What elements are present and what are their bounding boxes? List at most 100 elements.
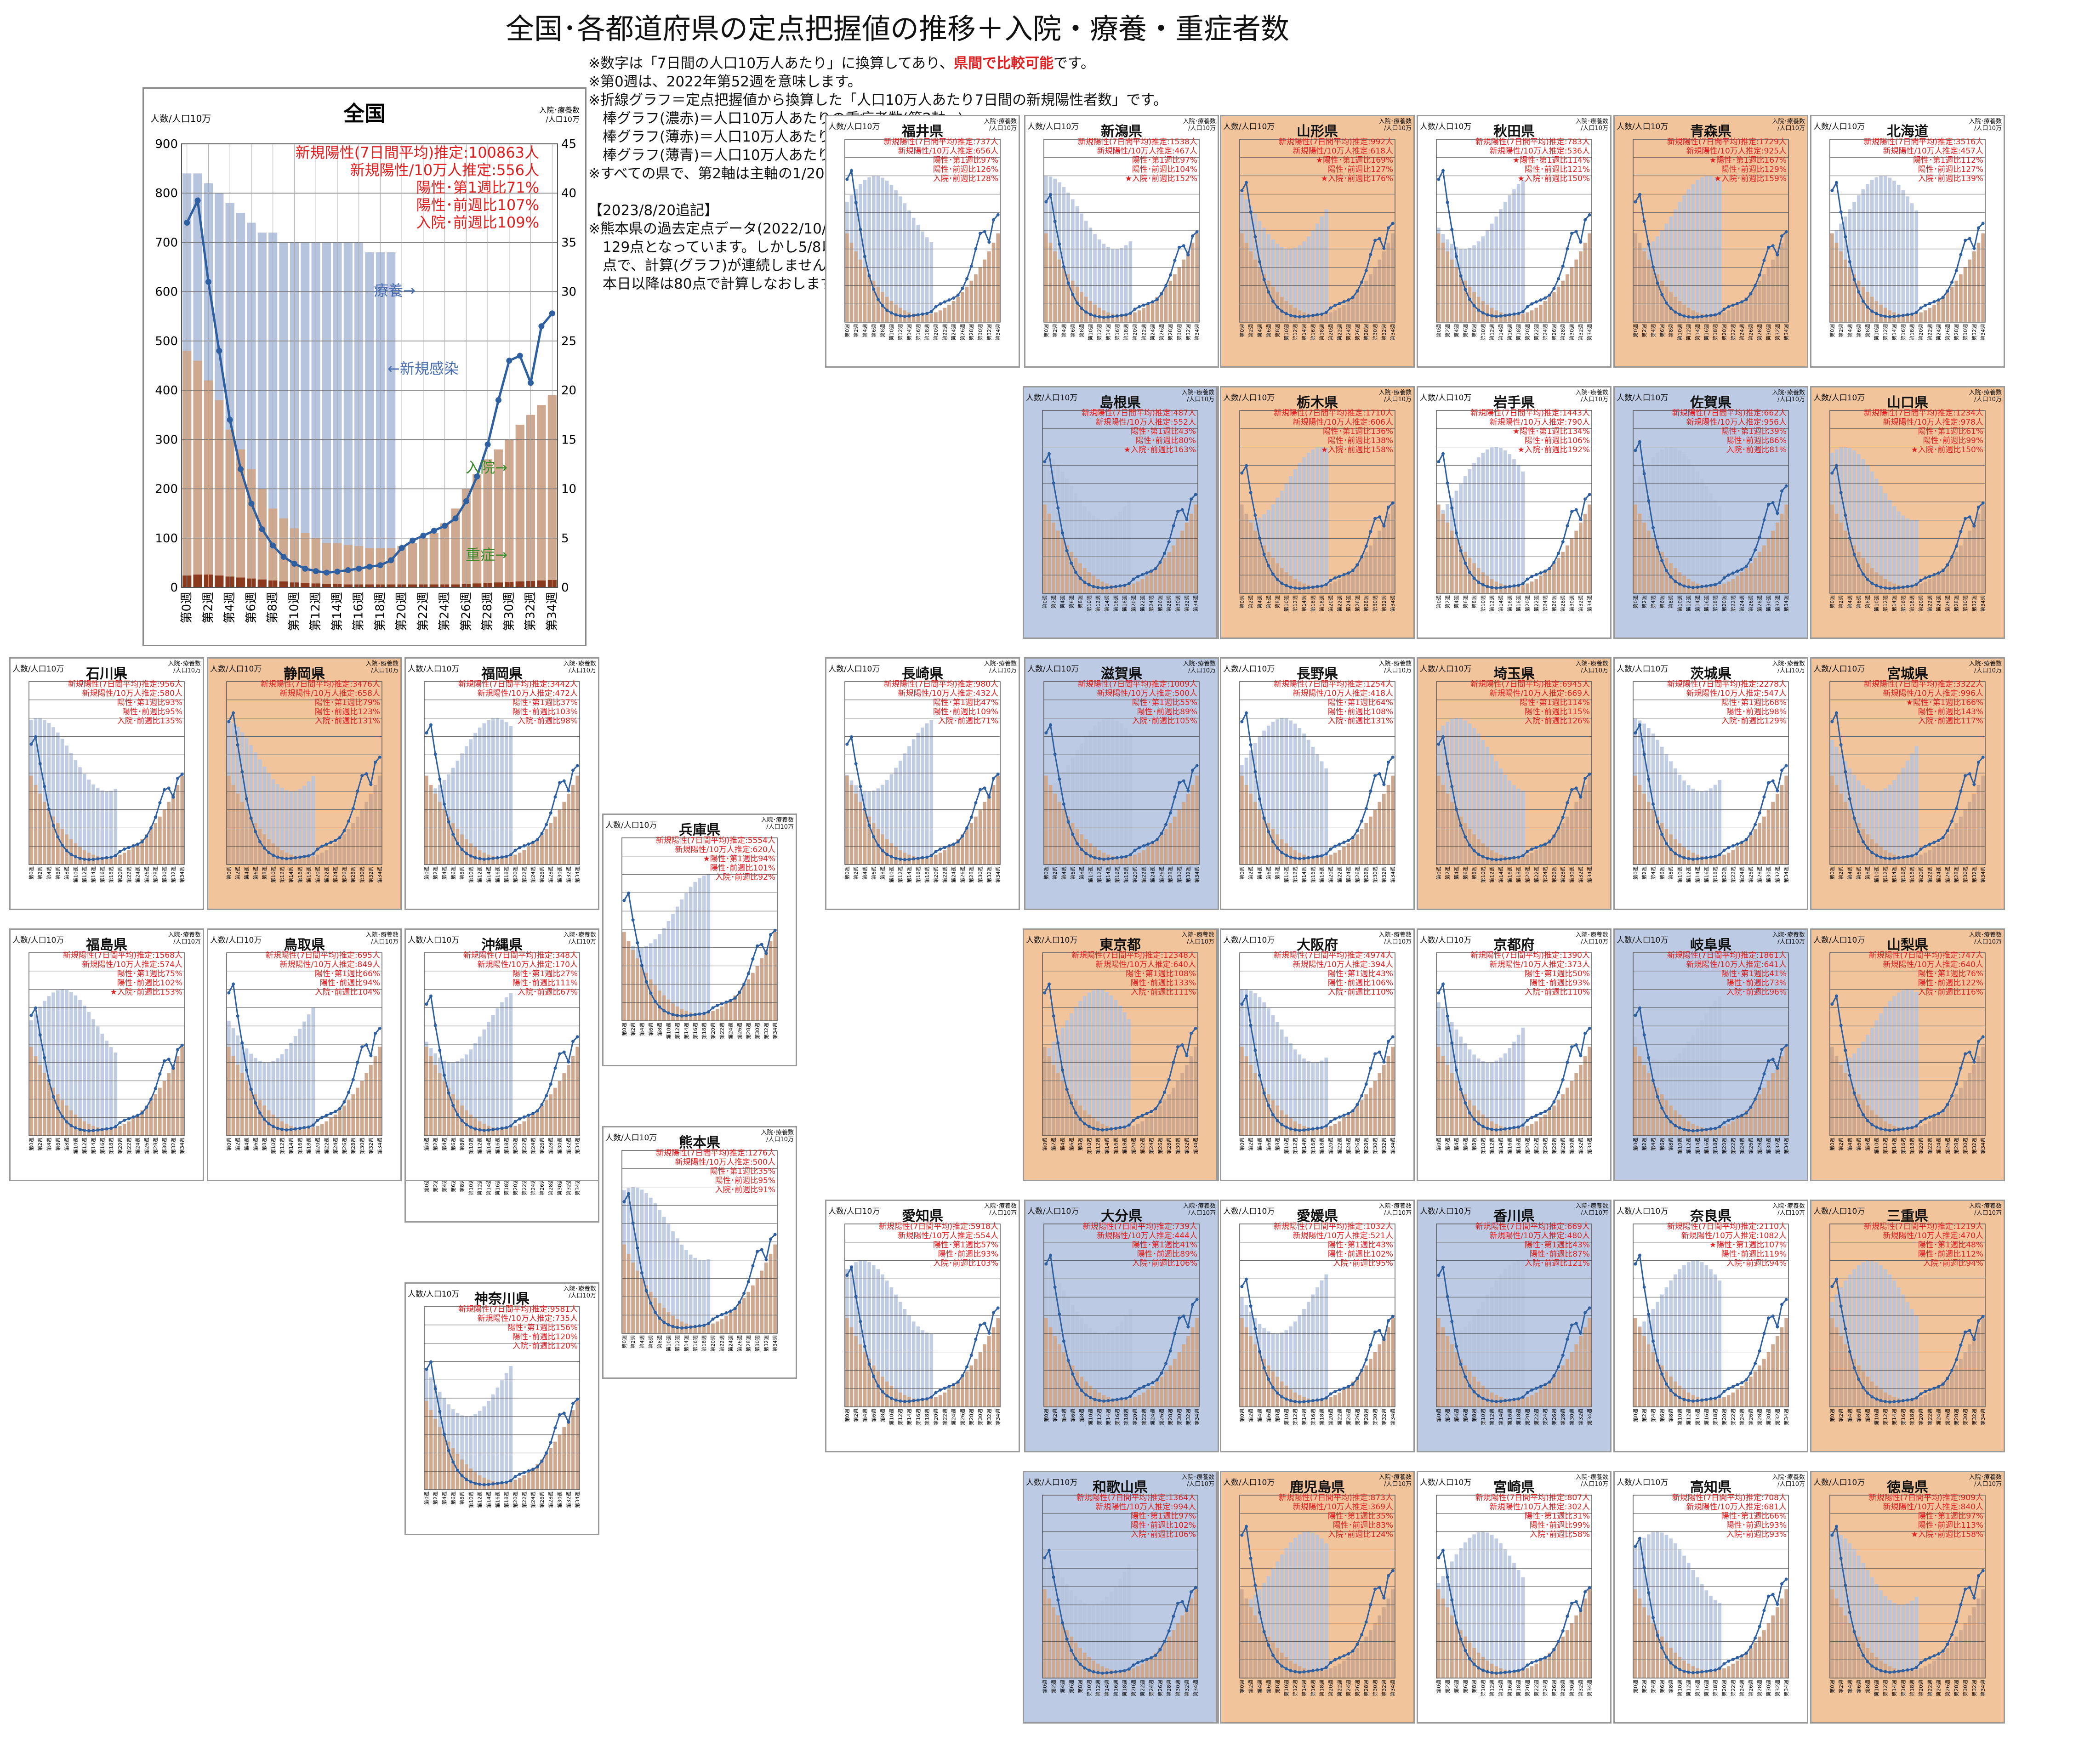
nyuin-bar [167, 1073, 171, 1136]
new-cases-point [1700, 315, 1704, 319]
prefecture-stat: 新規陽性/10万人推定:432人 [898, 689, 998, 698]
x-tick-label: 第6週 [1265, 1138, 1272, 1151]
new-cases-point [171, 795, 175, 799]
ryoyo-bar [911, 217, 916, 322]
ryoyo-bar [1266, 725, 1270, 865]
ryoyo-bar [47, 723, 51, 865]
nyuin-bar [279, 518, 288, 587]
ryoyo-bar [56, 732, 60, 865]
nyuin-bar [1642, 1064, 1646, 1136]
x-tick-label: 第24週 [1739, 866, 1745, 883]
x-tick-label: 第28週 [1560, 866, 1566, 883]
ryoyo-bar [640, 1189, 644, 1333]
x-tick-label: 第24週 [1345, 866, 1352, 883]
new-cases-point [1048, 193, 1052, 196]
ryoyo-bar [1673, 768, 1677, 865]
x-tick-label: 第16週 [352, 592, 366, 631]
nyuin-bar [1830, 775, 1834, 865]
new-cases-point [1709, 1127, 1713, 1131]
new-cases-point [1253, 235, 1257, 239]
ryoyo-bar [1660, 230, 1664, 322]
nyuin-bar [1561, 552, 1565, 593]
new-cases-point [1503, 1127, 1507, 1131]
x-tick-label: 第16週 [1703, 1138, 1709, 1154]
new-cases-point [1870, 581, 1874, 585]
new-cases-point [1092, 1127, 1095, 1130]
new-cases-point [302, 1126, 306, 1129]
nyuin-bar [1284, 301, 1288, 322]
new-cases-point [1145, 571, 1149, 575]
nyuin-bar [1258, 1352, 1262, 1407]
new-cases-point [1123, 1125, 1127, 1129]
new-cases-point [1647, 499, 1651, 502]
ryoyo-bar [1293, 723, 1297, 865]
nyuin-bar [1928, 850, 1932, 865]
ryoyo-bar [1678, 450, 1682, 593]
new-cases-point [1454, 531, 1458, 535]
prefecture-stat: 新規陽性/10万人推定:467人 [1097, 147, 1197, 156]
jusho-bar [408, 584, 417, 587]
new-cases-point [100, 1128, 104, 1132]
nyuin-bar [1306, 1127, 1310, 1136]
ryoyo-bar [1503, 202, 1507, 322]
jusho-bar [473, 583, 482, 587]
ryoyo-bar [1704, 791, 1708, 865]
new-cases-point [1342, 300, 1346, 304]
ryoyo-bar [1097, 239, 1101, 322]
nyuin-bar [666, 1312, 671, 1333]
new-cases-point [1142, 844, 1145, 848]
new-cases-point [1534, 1114, 1538, 1117]
new-cases-point [205, 279, 211, 285]
new-cases-point [1494, 858, 1498, 861]
new-cases-point [1258, 1350, 1261, 1354]
prefecture-panel: 茨城県人数/人口10万入院･療養数/人口10万第0週第2週第4週第6週第8週第1… [1613, 657, 1808, 910]
prefecture-chart: 第0週第2週第4週第6週第8週第10週第12週第14週第16週第18週第20週第… [1435, 139, 1593, 341]
x-tick-label: 第10週 [1480, 595, 1486, 612]
nyuin-bar [1919, 583, 1923, 593]
new-cases-point [1910, 313, 1914, 316]
y1-axis-label: 人数/人口10万 [1420, 936, 1472, 945]
new-cases-point [1280, 581, 1284, 585]
new-cases-point [1347, 571, 1350, 575]
new-cases-point [1727, 846, 1731, 849]
new-cases-point [1437, 991, 1441, 995]
ryoyo-bar [1486, 449, 1489, 593]
note-line: ※折線グラフ＝定点把握値から換算した「人口10万人あたり7日間の新規陽性者数」で… [588, 91, 1167, 109]
nyuin-bar [1316, 1400, 1319, 1407]
new-cases-point [1727, 1387, 1731, 1390]
x-tick-label: 第16週 [296, 1138, 303, 1154]
x-tick-label: 第0週 [28, 1138, 34, 1151]
new-cases-point [1972, 524, 1976, 528]
new-cases-point [1548, 840, 1551, 843]
new-cases-point [716, 1003, 719, 1007]
new-cases-point [356, 1060, 359, 1064]
nyuin-bar [1391, 233, 1395, 322]
ryoyo-bar [114, 1053, 118, 1136]
x-tick-label: 第30週 [1372, 1138, 1378, 1154]
new-cases-point [1771, 501, 1775, 505]
x-tick-label: 第8週 [1471, 866, 1477, 880]
new-cases-point [1258, 260, 1261, 263]
x-tick-label: 第16週 [1506, 1409, 1513, 1425]
nyuin-bar [1044, 1318, 1048, 1407]
new-cases-point [1066, 1359, 1070, 1362]
new-cases-point [51, 1095, 55, 1098]
x-tick-label: 第28週 [1756, 1409, 1763, 1425]
new-cases-point [1298, 315, 1301, 319]
new-cases-point [1682, 314, 1686, 318]
prefecture-stat: 新規陽性/10万人推定:536人 [1489, 147, 1590, 156]
prefecture-stats: 新規陽性(7日間平均)推定:3442人新規陽性/10万人推定:472人陽性･第1… [458, 680, 578, 726]
x-tick-label: 第34週 [995, 324, 1001, 341]
nyuin-bar [1355, 563, 1359, 593]
nyuin-bar [1284, 1114, 1288, 1136]
new-cases-point [1656, 1095, 1659, 1098]
prefecture-name: 山口県 [1887, 395, 1928, 411]
x-tick-label: 第2週 [1641, 595, 1647, 609]
prefecture-name: 奈良県 [1690, 1208, 1731, 1224]
nyuin-bar [558, 809, 562, 865]
nyuin-bar [1316, 315, 1319, 322]
prefecture-chart: 第0週第2週第4週第6週第8週第10週第12週第14週第16週第18週第20週第… [1043, 1223, 1200, 1425]
new-cases-point [1477, 580, 1481, 584]
new-cases-point [1570, 1045, 1574, 1049]
ryoyo-bar [1678, 202, 1682, 322]
